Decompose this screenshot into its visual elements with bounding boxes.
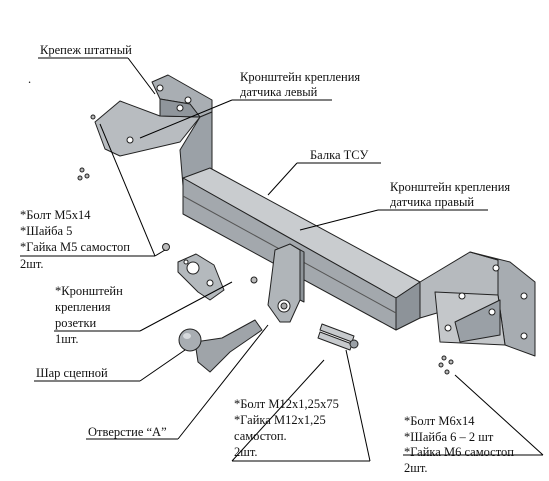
label-right-bracket-line1: Кронштейн крепления: [390, 180, 511, 194]
label-m5-washer: *Шайба 5: [20, 224, 73, 238]
label-dot: .: [28, 72, 32, 86]
label-socket-bracket-line1: *Кронштейн: [55, 284, 123, 298]
label-m6-nut: *Гайка М6 самостоп: [404, 445, 514, 459]
label-socket-bracket-line3: розетки: [55, 316, 97, 330]
label-m5-nut: *Гайка М5 самостоп: [20, 240, 130, 254]
label-left-bracket-line1: Кронштейн крепления: [240, 70, 361, 84]
small-fasteners: [77, 114, 454, 375]
label-m5-qty: 2шт.: [20, 257, 44, 271]
tow-ball: [178, 319, 263, 373]
socket-bracket: [177, 253, 225, 301]
label-right-bracket-line2: датчика правый: [390, 195, 475, 209]
label-m5-bolt: *Болт М5х14: [20, 208, 91, 222]
m12-bolts: [317, 323, 359, 351]
label-socket-bracket-line2: крепления: [55, 300, 111, 314]
label-socket-bracket-qty: 1шт.: [55, 332, 79, 346]
label-m6-qty: 2шт.: [404, 461, 428, 475]
label-beam: Балка ТСУ: [310, 148, 369, 162]
label-m12-selflock: самостоп.: [234, 429, 287, 443]
label-tow-ball: Шар сцепной: [36, 366, 108, 380]
label-m12-qty: 2шт.: [234, 445, 258, 459]
label-m6-washer: *Шайба 6 – 2 шт: [404, 430, 494, 444]
right-sensor-bracket: [419, 251, 536, 357]
label-hole-a: Отверстие “А”: [88, 425, 167, 439]
label-standard-fasteners: Крепеж штатный: [40, 43, 132, 57]
label-m6-bolt: *Болт М6х14: [404, 414, 475, 428]
hitch-beam: [182, 167, 421, 331]
leader-lines: [20, 57, 544, 462]
tow-ball-mount: [267, 243, 305, 323]
label-m12-bolt: *Болт М12х1,25х75: [234, 397, 339, 411]
label-left-bracket-line2: датчика левый: [240, 85, 318, 99]
label-m12-nut: *Гайка М12х1,25: [234, 413, 326, 427]
